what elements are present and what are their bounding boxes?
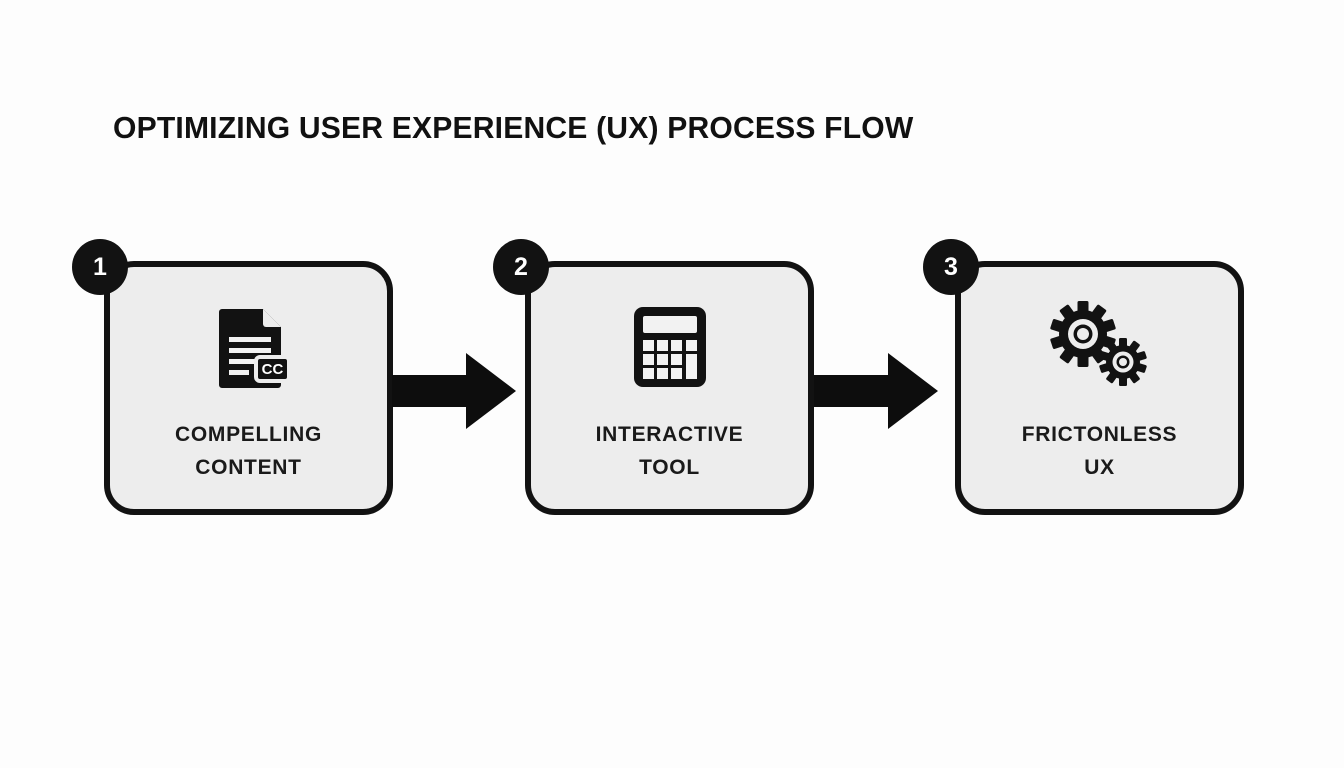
step-icon-1-wrap: CC (110, 299, 387, 395)
step-label-3-line2: UX (1084, 455, 1115, 479)
gears-icon (1049, 301, 1147, 386)
step-number-badge-2: 2 (493, 239, 549, 295)
step-label-2-line2: TOOL (639, 455, 700, 479)
step-label-2-line1: INTERACTIVE (595, 423, 744, 446)
document-cc-icon: CC (218, 309, 291, 388)
step-label-3-line1: FRICTONLESS (1021, 423, 1178, 446)
step-number-badge-3: 3 (923, 239, 979, 295)
step-number-badge-1: 1 (72, 239, 128, 295)
cc-badge-label: CC (261, 361, 283, 378)
calculator-icon (633, 307, 706, 387)
page-title: OPTIMIZING USER EXPERIENCE (UX) PROCESS … (113, 110, 914, 145)
process-step-3[interactable]: 3 (923, 239, 1244, 515)
flow-arrow-right-1 (392, 353, 516, 429)
process-step-2[interactable]: 2 (493, 239, 814, 515)
step-label-1-line2: CONTENT (195, 455, 302, 479)
process-flow-diagram: 1 CC COMPELLING CONTENT (0, 239, 1344, 530)
process-step-1[interactable]: 1 CC COMPELLING CONTENT (72, 239, 393, 515)
step-label-2: INTERACTIVE TOOL (543, 419, 796, 484)
step-icon-3-wrap (961, 299, 1238, 395)
step-label-1-line1: COMPELLING (175, 423, 322, 446)
step-label-1: COMPELLING CONTENT (122, 419, 375, 484)
step-label-3: FRICTONLESS UX (973, 419, 1226, 484)
flow-arrow-right-2 (814, 353, 938, 429)
step-icon-2-wrap (531, 299, 808, 395)
